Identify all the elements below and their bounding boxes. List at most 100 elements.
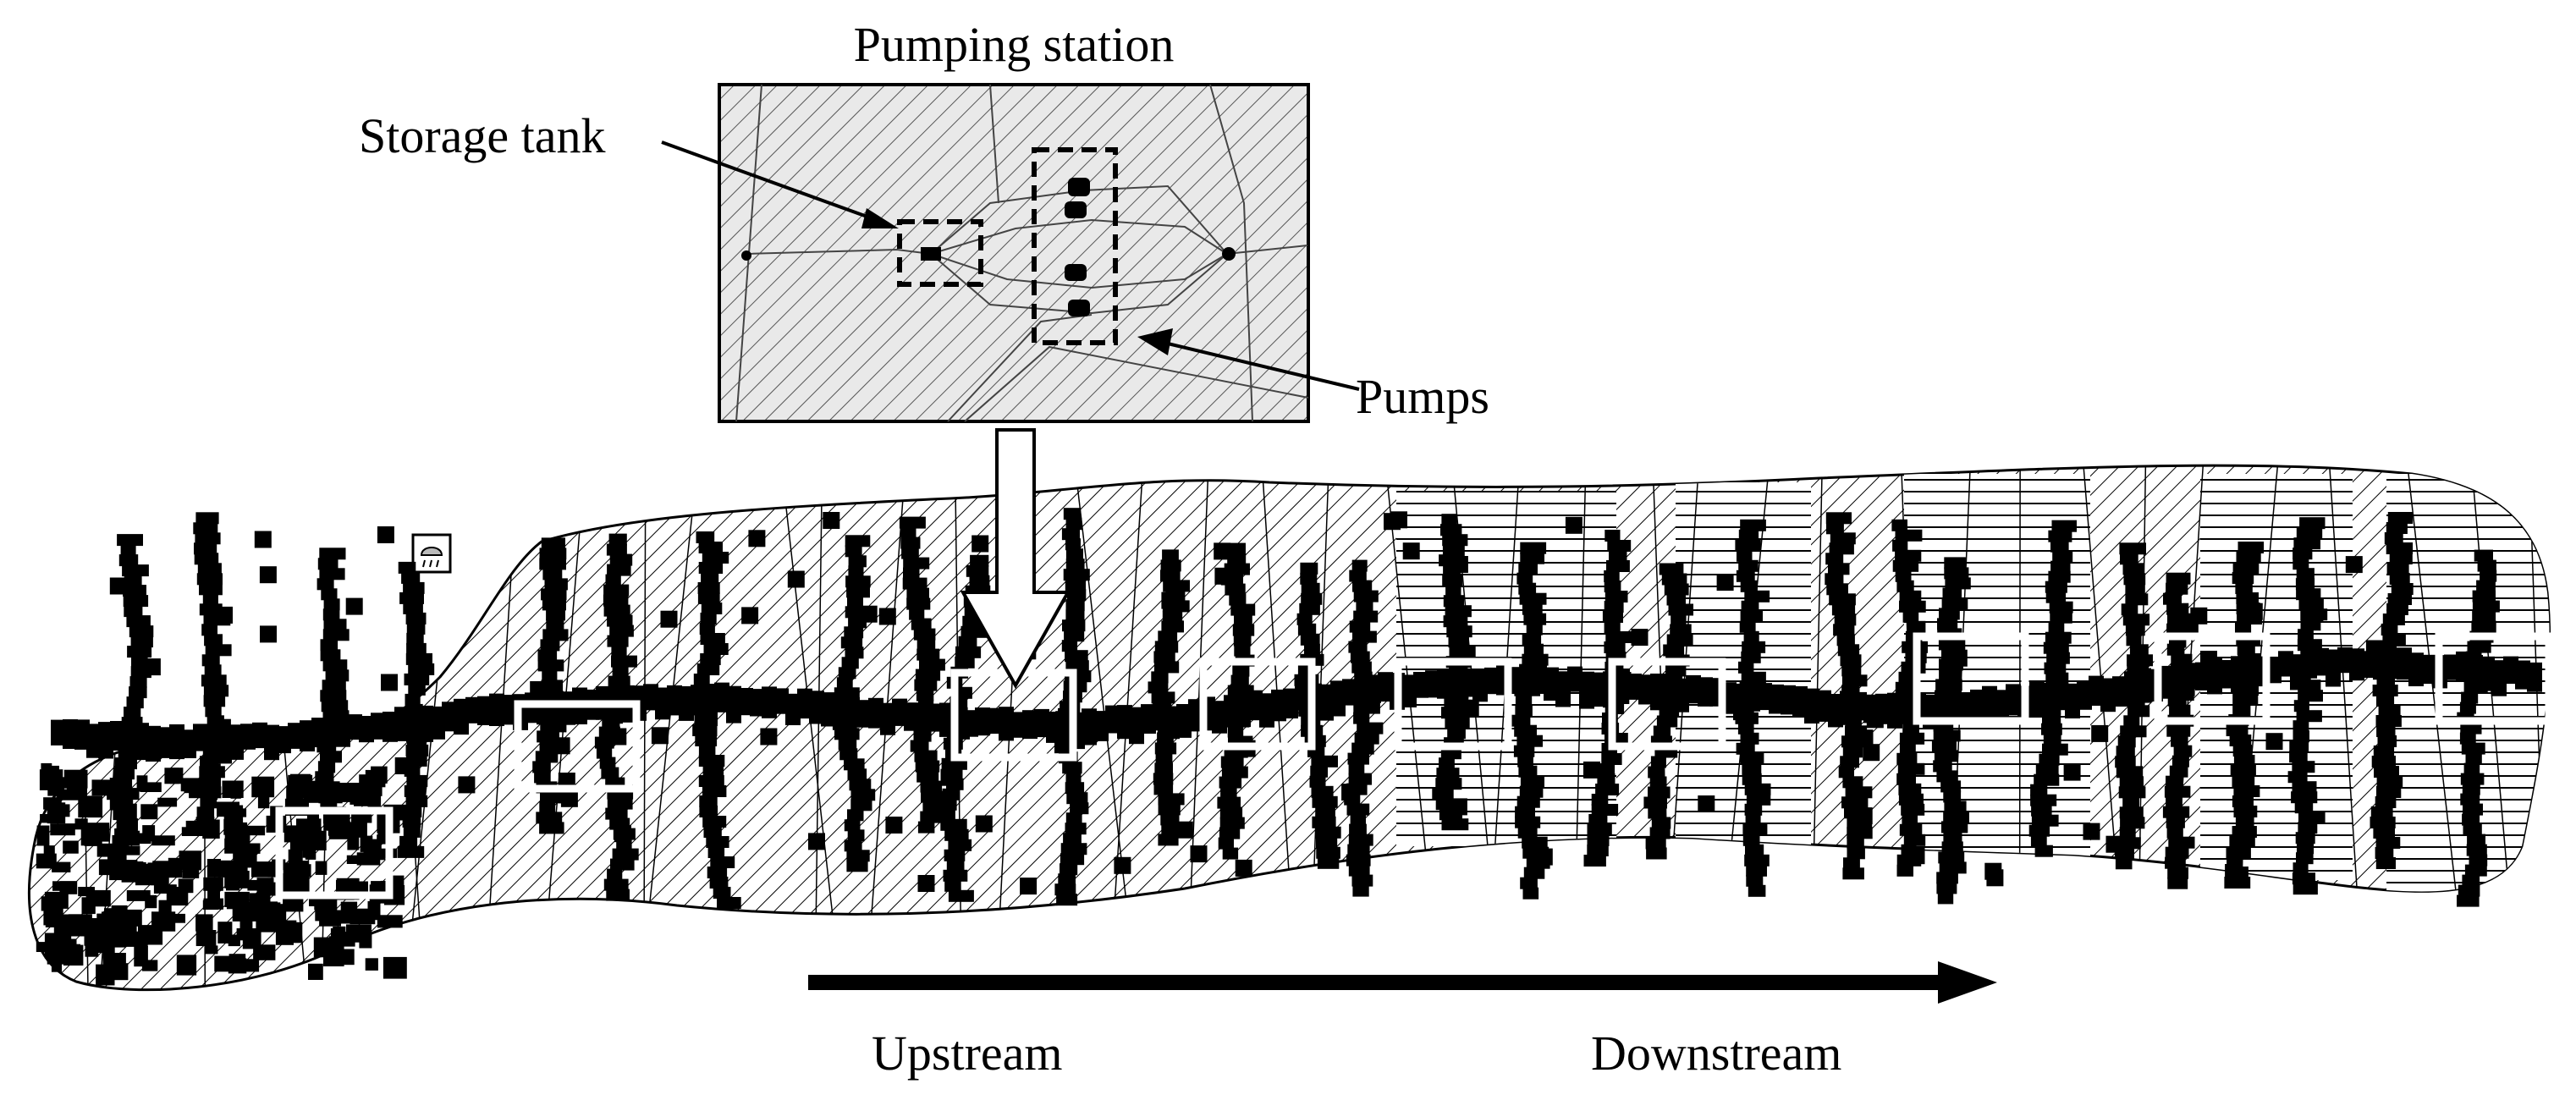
sewer-node — [1229, 593, 1247, 606]
sewer-node — [2237, 542, 2265, 553]
sewer-node — [1970, 689, 1985, 718]
sewer-node — [1744, 783, 1771, 795]
sewer-node — [2391, 583, 2414, 595]
sewer-node — [1651, 817, 1671, 829]
sewer-node — [2349, 648, 2364, 681]
sewer-node — [2232, 704, 2251, 716]
sewer-node — [1907, 620, 1926, 633]
sewer-node — [809, 691, 824, 724]
sewer-node — [1445, 676, 1472, 689]
sewer-node — [2006, 684, 2021, 716]
sewer-node — [707, 867, 728, 878]
sewer-node — [1898, 793, 1924, 806]
sewer-node — [1352, 580, 1373, 592]
sewer-node — [1190, 845, 1208, 863]
sewer-node — [1356, 600, 1373, 613]
sewer-node — [913, 628, 936, 641]
sewer-node — [606, 543, 627, 556]
sewer-node — [2115, 857, 2133, 870]
sewer-node — [1604, 581, 1621, 592]
pumping-station-box — [1608, 658, 1726, 751]
sewer-node — [122, 737, 140, 750]
sewer-node — [1742, 823, 1768, 836]
sewer-node — [847, 809, 864, 822]
sewer-node — [2345, 556, 2363, 574]
sewer-node — [1604, 591, 1628, 603]
sewer-node — [1516, 674, 1541, 686]
sewer-node — [401, 571, 421, 584]
sewer-node — [1897, 762, 1925, 775]
sewer-node — [1061, 640, 1078, 652]
sewer-node — [2127, 705, 2150, 718]
sewer-node — [407, 703, 423, 716]
sewer-node — [1175, 821, 1193, 839]
sewer-node — [1843, 857, 1860, 870]
sewer-node — [1738, 559, 1759, 572]
sewer-node — [2035, 763, 2059, 776]
sewer-node — [1740, 580, 1758, 592]
sewer-node — [2120, 553, 2138, 565]
sewer-node — [1351, 742, 1374, 755]
sewer-node — [1351, 661, 1372, 674]
sewer-node — [2459, 732, 2476, 745]
sewer-node — [1425, 670, 1440, 698]
sewer-node — [1520, 542, 1547, 554]
sewer-node — [1283, 688, 1298, 718]
sewer-node — [406, 632, 424, 645]
sewer-node — [120, 804, 136, 827]
pumps-leader — [1137, 328, 1360, 391]
sewer-node — [345, 597, 363, 615]
sewer-node — [539, 547, 567, 560]
sewer-node — [195, 512, 219, 525]
sewer-node — [1351, 559, 1368, 572]
sewer-node — [1698, 677, 1713, 707]
sewer-node — [2232, 795, 2254, 807]
sewer-node — [748, 530, 766, 547]
sewer-node — [1160, 570, 1181, 582]
sewer-node — [36, 853, 57, 869]
sewer-node — [85, 945, 99, 957]
sewer-node — [536, 812, 563, 824]
sewer-node — [1666, 593, 1686, 606]
sewer-node — [607, 635, 629, 647]
sewer-node — [134, 723, 149, 761]
sewer-node — [1060, 853, 1085, 866]
sewer-node — [1863, 744, 1880, 762]
storage-tank-label: Storage tank — [359, 108, 606, 163]
sewer-node — [2122, 563, 2144, 575]
sewer-node — [903, 567, 920, 580]
sewer-node — [317, 558, 339, 570]
sewer-node — [195, 914, 213, 932]
sewer-node — [40, 814, 54, 823]
sewer-node — [2465, 752, 2482, 765]
sewer-node — [1114, 856, 1131, 874]
sewer-node — [2408, 652, 2424, 686]
sewer-node — [2235, 684, 2259, 696]
sewer-node — [340, 949, 355, 966]
sewer-node — [2120, 817, 2145, 829]
sewer-node — [316, 740, 337, 753]
sewer-node — [850, 789, 876, 801]
sewer-node — [1907, 847, 1925, 865]
sewer-node — [2377, 735, 2397, 747]
sewer-node — [405, 652, 432, 665]
sewer-node — [91, 779, 118, 796]
sewer-node — [2128, 695, 2145, 707]
sewer-node — [403, 581, 425, 594]
sewer-node — [279, 922, 303, 944]
sewer-node — [1064, 630, 1085, 642]
sewer-node — [2462, 783, 2480, 795]
sewer-node — [1829, 542, 1854, 555]
sewer-node — [942, 788, 960, 801]
sewer-node — [259, 566, 277, 584]
sewer-node — [2376, 786, 2402, 798]
sewer-node — [2292, 781, 2317, 794]
sewer-node — [911, 618, 932, 630]
sewer-node — [1219, 776, 1242, 789]
sewer-node — [118, 747, 135, 760]
sewer-node — [253, 944, 276, 960]
sewer-node — [194, 542, 217, 555]
sewer-node — [1646, 847, 1667, 860]
sewer-node — [206, 859, 221, 878]
sewer-node — [2474, 549, 2493, 562]
